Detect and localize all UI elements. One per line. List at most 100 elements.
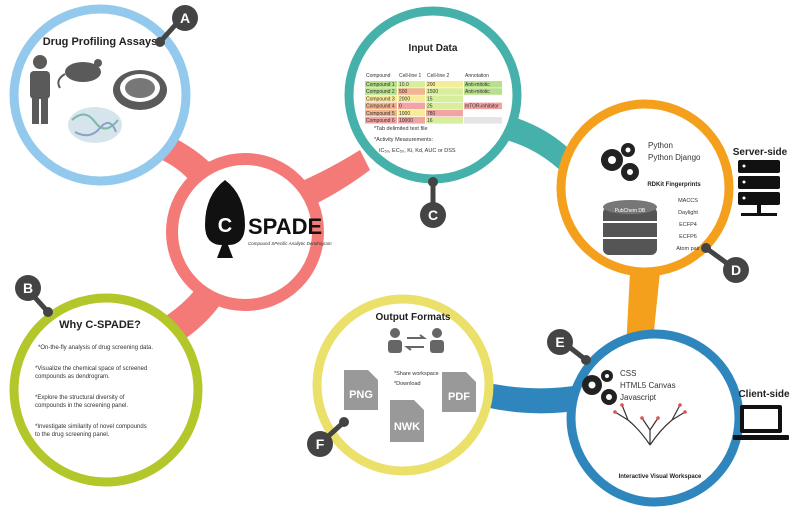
badge-a: A (155, 5, 198, 47)
circle-logo (166, 153, 324, 311)
client-tech-3: Javascript (620, 393, 657, 402)
badge-b: B (15, 275, 53, 317)
input-header-2: Cell-line 2 (427, 73, 449, 79)
server-side-label: Server-side (733, 147, 788, 158)
badge-e: E (547, 329, 591, 365)
table-cell: 25 (427, 104, 433, 110)
gears-icon-server (601, 143, 639, 181)
table-cell-bg (426, 117, 463, 124)
share-users-icon (388, 328, 444, 353)
table-cell-bg (464, 102, 502, 110)
png-file-icon: PNG (344, 370, 378, 410)
input-header-1: Cell-line 1 (399, 73, 421, 79)
fingerprint-5: Atom pair (676, 246, 700, 252)
badge-d: D (701, 243, 749, 283)
table-cell-bg (464, 95, 502, 102)
fingerprint-1: MACCS (678, 198, 698, 204)
table-cell: 1000 (399, 111, 410, 117)
table-cell: 0 (399, 104, 402, 110)
table-cell-bg (365, 81, 397, 88)
badge-f-letter: F (316, 436, 325, 452)
table-cell: 10.0 (399, 82, 409, 88)
logo-tagline: Compound SPecific Anallytic Dendrogram (248, 241, 332, 246)
why-point-2: *Visualize the chemical space of screene… (35, 366, 147, 372)
table-cell-bg (365, 95, 397, 102)
circle-why (9, 293, 203, 487)
table-cell-bg (464, 109, 502, 117)
input-table: Compound Cell-line 1 Cell-line 2 Annotat… (365, 73, 502, 124)
input-note-3: IC₅₀, EC₅₀, Ki, Kd, AUC or DSS (379, 148, 456, 154)
server-rack-icon (738, 160, 780, 216)
table-cell: 2000 (399, 96, 410, 102)
table-cell: 10000 (399, 118, 413, 124)
input-title: Input Data (409, 43, 458, 54)
why-title: Why C-SPADE? (59, 319, 141, 331)
db-label: PubChem DB (615, 208, 646, 214)
input-header-0: Compound (366, 73, 391, 79)
table-cell: 1500 (427, 89, 438, 95)
table-cell-bg (464, 81, 502, 88)
table-cell-bg (398, 117, 425, 124)
logo-letter: C (218, 215, 232, 237)
output-option-1: *Share workspace (394, 371, 439, 377)
table-cell: mTOR-inhibitor (465, 104, 499, 110)
table-cell-bg (426, 102, 463, 110)
table-cell-bg (426, 95, 463, 102)
why-point-5: compounds in the screening panel. (35, 403, 128, 409)
table-cell-bg (365, 109, 397, 117)
badge-c-letter: C (428, 207, 438, 223)
nwk-file-icon: NWK (390, 400, 424, 442)
table-cell-bg (398, 88, 425, 95)
logo-name: SPADE (248, 214, 322, 239)
why-point-3: compounds as dendrogram. (35, 374, 110, 380)
table-cell: Compound 3 (366, 96, 395, 102)
table-cell-bg (365, 102, 397, 110)
cspade-logo: C SPADE Compound SPecific Anallytic Dend… (205, 180, 332, 258)
circle-drug-profiling (9, 4, 191, 186)
table-cell: 15 (427, 96, 433, 102)
pdf-file-icon: PDF (442, 372, 476, 412)
dendrogram-icon (613, 403, 687, 446)
table-cell-bg (426, 88, 463, 95)
output-option-2: *Download (394, 381, 421, 387)
badge-e-letter: E (555, 334, 564, 350)
why-point-6: *Investigate similarity of novel compoun… (35, 424, 147, 430)
table-cell-bg (365, 117, 397, 124)
table-cell-bg (398, 109, 425, 117)
fingerprint-2: Daylight (678, 210, 698, 216)
table-cell: Compound 5 (366, 111, 395, 117)
table-cell-bg (398, 95, 425, 102)
format-pdf: PDF (448, 391, 470, 403)
badge-a-letter: A (180, 10, 190, 26)
circle-output (312, 294, 494, 476)
badge-d-letter: D (731, 262, 741, 278)
laptop-icon (733, 405, 789, 440)
table-cell: Anti-mitotic (465, 89, 490, 95)
table-cell: Compound 4 (366, 104, 395, 110)
table-cell-bg (365, 88, 397, 95)
drug-profiling-title: Drug Profiling Assays (43, 36, 158, 48)
why-point-1: *On-the-fly analysis of drug screening d… (38, 345, 153, 351)
table-cell: Compound 2 (366, 89, 395, 95)
output-title: Output Formats (376, 312, 451, 323)
gears-icon-client (582, 370, 617, 405)
input-note-1: *Tab delimited text file (374, 126, 428, 132)
client-tech-1: CSS (620, 369, 636, 378)
mouse-icon (57, 59, 102, 89)
format-png: PNG (349, 389, 373, 401)
fingerprint-4: ECFP6 (679, 234, 697, 240)
fingerprint-title: RDKit Fingerprints (647, 182, 701, 188)
table-cell: Compound 6 (366, 118, 395, 124)
why-points: *On-the-fly analysis of drug screening d… (35, 345, 153, 438)
server-tech-1: Python (648, 141, 673, 150)
format-nwk: NWK (394, 421, 420, 433)
table-cell: 16 (427, 118, 433, 124)
fingerprint-3: ECFP4 (679, 222, 697, 228)
database-icon (603, 200, 657, 255)
table-cell: 500 (399, 89, 408, 95)
table-cell-bg (426, 81, 463, 88)
table-cell-bg (426, 109, 463, 117)
